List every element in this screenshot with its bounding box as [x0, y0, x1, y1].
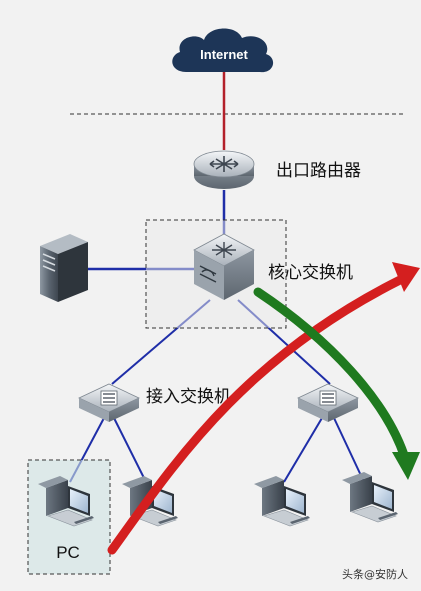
upstream-traffic-arrow	[107, 275, 405, 555]
core-switch-icon	[193, 233, 255, 300]
pc-label: PC	[56, 543, 80, 562]
access-switch-label: 接入交换机	[146, 387, 231, 407]
downstream-traffic-arrow	[253, 287, 409, 460]
access-pc-link	[113, 417, 147, 483]
internet-label: Internet	[200, 47, 248, 62]
pc-icon	[253, 475, 311, 527]
server-icon	[40, 234, 88, 302]
watermark: 头条@安防人	[342, 567, 408, 581]
cloud-icon: Internet	[172, 28, 274, 73]
core-switch-label: 核心交换机	[268, 263, 353, 283]
egress-router-label: 出口路由器	[276, 161, 361, 181]
access-switch-icon	[78, 383, 140, 423]
access-pc-link	[333, 417, 365, 483]
upstream-arrowhead	[392, 262, 420, 292]
router-icon	[193, 150, 255, 189]
access-pc-link	[283, 417, 323, 483]
access-switch-icon	[297, 383, 359, 423]
downstream-arrowhead	[392, 452, 420, 480]
pc-icon	[341, 471, 399, 523]
